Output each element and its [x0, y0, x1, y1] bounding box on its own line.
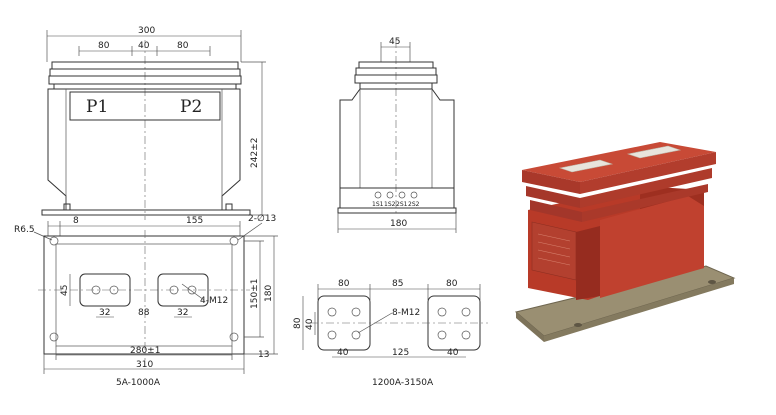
vertical-180: 180: [264, 285, 274, 302]
terminal-2s2: 2S2: [408, 201, 420, 208]
bar-height-45: 45: [60, 285, 70, 296]
primary-terminal-p2: [626, 145, 682, 159]
base-view-caption: 5A-1000A: [116, 378, 161, 388]
mounting-holes-label: 2-∅13: [248, 214, 276, 224]
edge-offset-13: 13: [258, 350, 269, 360]
hole-spacing-left: 40: [337, 348, 349, 358]
terminal-label-p1: P1: [86, 97, 108, 117]
bar-detail-caption: 1200A-3150A: [372, 378, 434, 388]
bolt-label-8m12: 8-M12: [392, 308, 420, 318]
primary-terminal-p1: [558, 159, 614, 173]
bolt-spacing-right: 32: [177, 308, 188, 318]
front-view: 300 80 40 80 P1 P2 242±2: [41, 26, 266, 220]
base-view: R6.5 8 155 2-∅13 45 4-M12 32 88: [14, 214, 278, 388]
center-distance-125: 125: [392, 348, 409, 358]
terminal-2s1: 2S1: [396, 201, 408, 208]
bar-height-80: 80: [293, 317, 303, 329]
bar-center-88: 88: [138, 308, 150, 318]
total-length: 310: [136, 360, 153, 370]
front-height-dimension: 242±2: [250, 138, 260, 168]
product-nameplate: [531, 221, 577, 281]
side-top-width: 45: [389, 37, 400, 47]
bar-detail-view: 80 85 80 80 40 8-M12 40 125 40 1200A-315…: [293, 279, 488, 388]
terminal-label-p2: P2: [180, 97, 202, 117]
front-width-300: 300: [138, 26, 155, 36]
bolt-spacing-left: 32: [99, 308, 110, 318]
bar-gap: 85: [392, 279, 403, 289]
mount-length: 280±1: [130, 346, 160, 356]
vertical-150: 150±1: [250, 279, 260, 309]
bar-height-40: 40: [305, 318, 315, 330]
bar-right-width: 80: [446, 279, 458, 289]
side-base-width: 180: [390, 219, 407, 229]
bolt-label-4m12: 4-M12: [200, 296, 228, 306]
terminal-1s1: 1S1: [372, 201, 384, 208]
offset-8: 8: [73, 216, 79, 226]
product-photo: [514, 142, 736, 342]
bar-left-width: 80: [338, 279, 350, 289]
front-spacing-left: 80: [98, 41, 110, 51]
corner-radius-label: R6.5: [14, 225, 35, 235]
front-spacing-mid: 40: [138, 41, 150, 51]
front-spacing-right: 80: [177, 41, 189, 51]
hole-spacing-right: 40: [447, 348, 459, 358]
offset-155: 155: [186, 216, 203, 226]
side-view: 45 1S1 1S2 2S1 2S2 180: [337, 37, 457, 233]
terminal-1s2: 1S2: [384, 201, 396, 208]
